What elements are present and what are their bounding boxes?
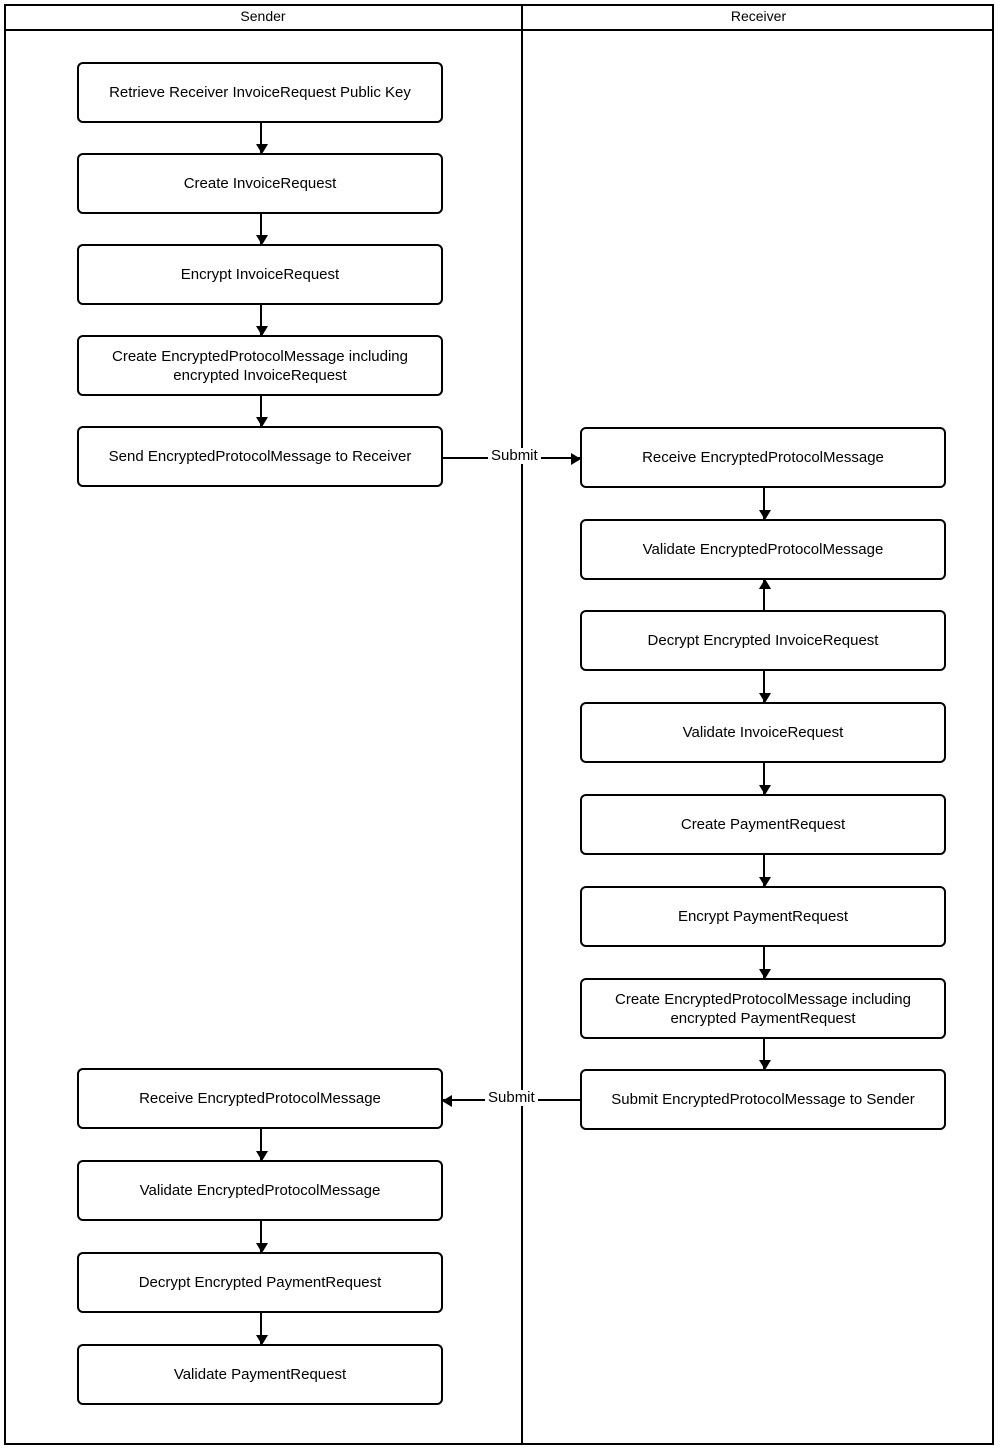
node-decrypt-encrypted-paymentrequest[interactable]: Decrypt Encrypted PaymentRequest xyxy=(77,1252,443,1313)
edge-r3-to-r4 xyxy=(759,671,771,703)
node-label: Encrypt InvoiceRequest xyxy=(180,266,340,283)
node-label: Create InvoiceRequest xyxy=(183,175,337,192)
diagram-frame xyxy=(4,4,994,1445)
edge-label-submit-to-sender: Submit xyxy=(485,1090,538,1106)
edge-r4-to-r5 xyxy=(759,763,771,795)
lane-header-divider xyxy=(4,29,994,31)
node-label: Receive EncryptedProtocolMessage xyxy=(139,1090,381,1107)
node-receive-encryptedprotocolmessage-receiver[interactable]: Receive EncryptedProtocolMessage xyxy=(580,427,946,488)
node-create-encryptedprotocolmessage-paymentrequest[interactable]: Create EncryptedProtocolMessage includin… xyxy=(580,978,946,1039)
lane-title-sender: Sender xyxy=(240,8,286,24)
edge-r2-to-r3-bidirectional xyxy=(759,579,771,610)
node-label: Create PaymentRequest xyxy=(680,816,846,833)
node-label: Send EncryptedProtocolMessage to Receive… xyxy=(108,448,412,465)
node-label: Receive EncryptedProtocolMessage xyxy=(642,449,884,466)
arrow-right-icon xyxy=(571,453,581,465)
node-retrieve-receiver-public-key[interactable]: Retrieve Receiver InvoiceRequest Public … xyxy=(77,62,443,123)
lane-title-receiver: Receiver xyxy=(730,8,787,24)
edge-r5-to-r6 xyxy=(759,855,771,887)
node-decrypt-encrypted-invoicerequest[interactable]: Decrypt Encrypted InvoiceRequest xyxy=(580,610,946,671)
edge-s1-to-s2 xyxy=(256,123,268,154)
node-label: Validate PaymentRequest xyxy=(173,1366,347,1383)
node-label: Validate EncryptedProtocolMessage xyxy=(642,541,884,558)
arrow-left-icon xyxy=(442,1095,452,1107)
node-label: Decrypt Encrypted PaymentRequest xyxy=(138,1274,382,1291)
edge-s3-to-s4 xyxy=(256,305,268,336)
node-create-encryptedprotocolmessage-invoicerequest[interactable]: Create EncryptedProtocolMessage includin… xyxy=(77,335,443,396)
edge-s8-to-s9 xyxy=(256,1313,268,1345)
node-encrypt-invoicerequest[interactable]: Encrypt InvoiceRequest xyxy=(77,244,443,305)
node-label: Validate InvoiceRequest xyxy=(682,724,844,741)
edge-r6-to-r7 xyxy=(759,947,771,979)
node-label: Decrypt Encrypted InvoiceRequest xyxy=(647,632,879,649)
node-send-encryptedprotocolmessage-to-receiver[interactable]: Send EncryptedProtocolMessage to Receive… xyxy=(77,426,443,487)
edge-label-submit-to-receiver: Submit xyxy=(488,448,541,464)
node-validate-encryptedprotocolmessage-sender[interactable]: Validate EncryptedProtocolMessage xyxy=(77,1160,443,1221)
node-submit-encryptedprotocolmessage-to-sender[interactable]: Submit EncryptedProtocolMessage to Sende… xyxy=(580,1069,946,1130)
node-label: Submit EncryptedProtocolMessage to Sende… xyxy=(611,1091,915,1108)
edge-r7-to-r8 xyxy=(759,1039,771,1070)
edge-s6-to-s7 xyxy=(256,1129,268,1161)
lane-vertical-divider xyxy=(521,4,523,1445)
node-label: Encrypt PaymentRequest xyxy=(677,908,849,925)
edge-r1-to-r2 xyxy=(759,488,771,520)
node-receive-encryptedprotocolmessage-sender[interactable]: Receive EncryptedProtocolMessage xyxy=(77,1068,443,1129)
node-validate-invoicerequest[interactable]: Validate InvoiceRequest xyxy=(580,702,946,763)
node-validate-encryptedprotocolmessage-receiver[interactable]: Validate EncryptedProtocolMessage xyxy=(580,519,946,580)
node-encrypt-paymentrequest[interactable]: Encrypt PaymentRequest xyxy=(580,886,946,947)
node-label: Retrieve Receiver InvoiceRequest Public … xyxy=(109,84,411,101)
edge-s2-to-s3 xyxy=(256,214,268,245)
node-create-paymentrequest[interactable]: Create PaymentRequest xyxy=(580,794,946,855)
node-label: Create EncryptedProtocolMessage includin… xyxy=(615,990,911,1027)
edge-s4-to-s5 xyxy=(256,396,268,427)
node-validate-paymentrequest[interactable]: Validate PaymentRequest xyxy=(77,1344,443,1405)
edge-s7-to-s8 xyxy=(256,1221,268,1253)
node-label: Create EncryptedProtocolMessage includin… xyxy=(112,347,408,384)
node-label: Validate EncryptedProtocolMessage xyxy=(139,1182,381,1199)
node-create-invoicerequest[interactable]: Create InvoiceRequest xyxy=(77,153,443,214)
